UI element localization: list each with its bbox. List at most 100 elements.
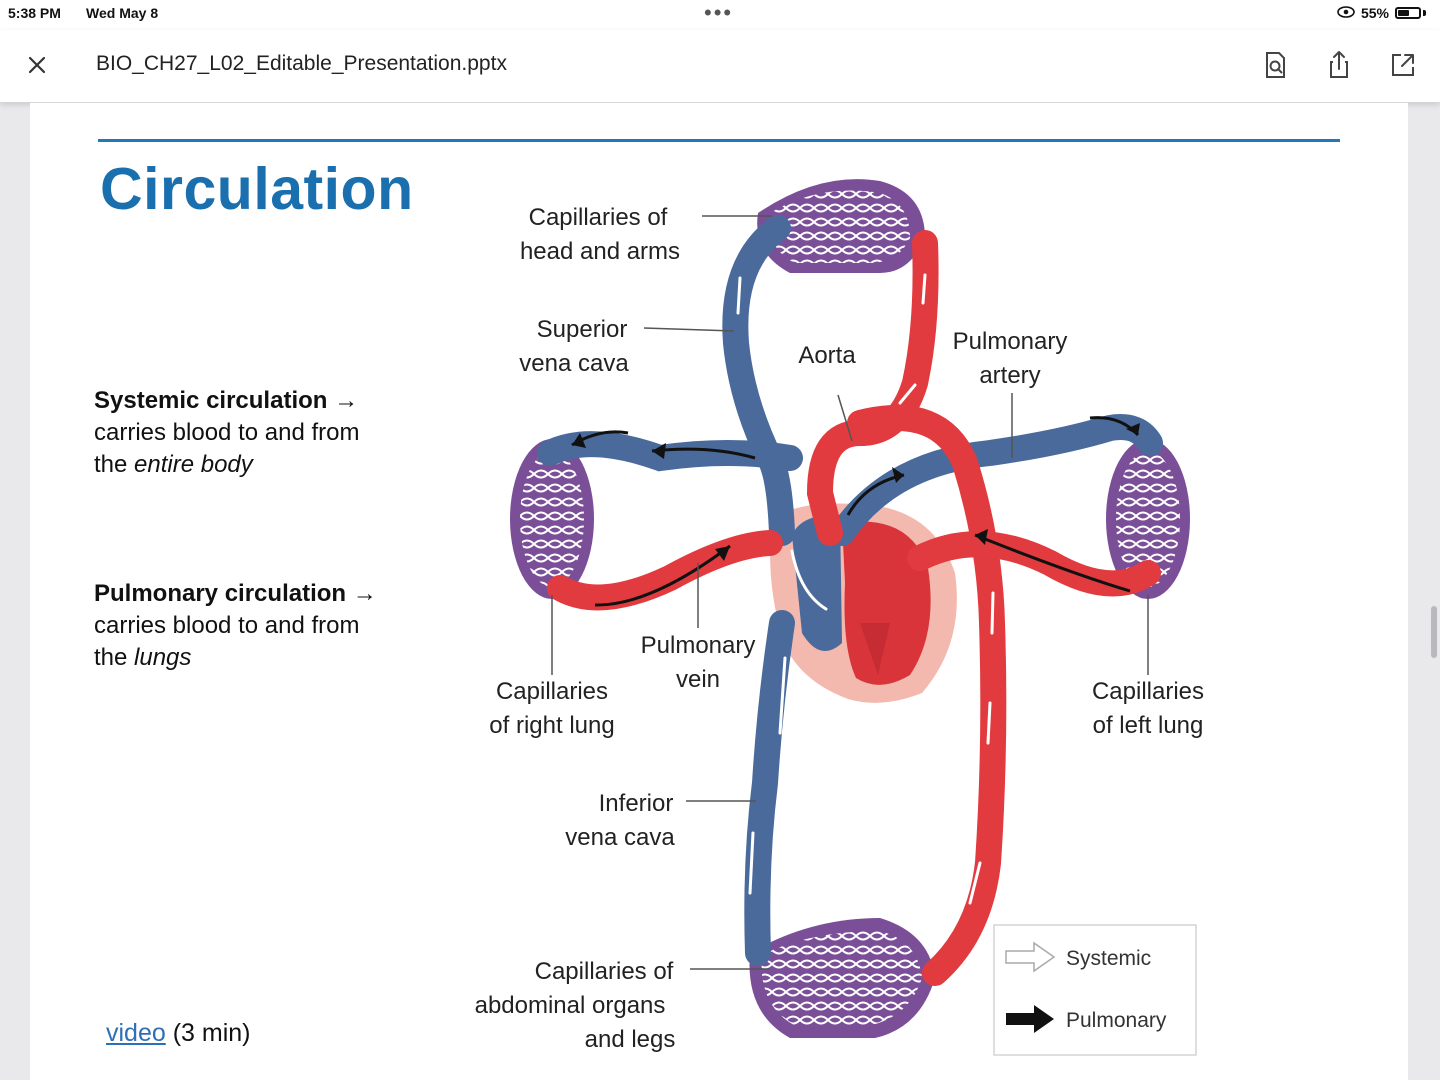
document-title: BIO_CH27_L02_Editable_Presentation.pptx [96,52,507,75]
capillaries-right-lung [510,439,594,599]
status-bar: 5:38 PM Wed May 8 ••• 55% [0,0,1440,30]
label-svc-1: Superior [537,316,628,343]
label-pa-1: Pulmonary [953,328,1068,355]
share-button[interactable] [1322,48,1356,82]
legend-pulmonary: Pulmonary [1066,1009,1167,1032]
systemic-arrow-3 [790,549,828,611]
capillaries-left-lung [1106,439,1190,599]
legend-systemic: Systemic [1066,947,1151,970]
open-in-app-button[interactable] [1386,48,1420,82]
status-date: Wed May 8 [86,5,159,21]
systemic-arrow-2 [772,396,784,435]
label-cap-abd-2: abdominal organs [475,992,666,1019]
video-line: video (3 min) [106,1019,251,1048]
systemic-arrow-1 [736,276,742,315]
title-rule [98,139,1340,142]
battery-icon [1395,7,1421,19]
red-vessels [547,230,1161,986]
status-right: 55% [1337,5,1426,21]
label-cap-rl-1: Capillaries [496,678,608,705]
slide: Circulation Systemic circulation → carri… [30,103,1408,1080]
diagram-labels: Capillaries of head and arms Superior ve… [475,204,1204,1053]
systemic-arrow-4 [778,656,787,735]
systemic-heading: Systemic circulation → [94,387,359,414]
systemic-line2-prefix: the [94,451,135,478]
label-pv-1: Pulmonary [641,632,756,659]
systemic-arrow-7 [898,383,917,405]
open-external-icon [1392,54,1414,76]
arrowhead-3 [715,546,730,561]
pulmonary-artery-left-branch [829,414,1163,546]
systemic-emphasis: entire body [134,451,253,478]
pulmonary-emphasis: lungs [134,644,192,671]
label-leader-lines [551,215,1149,970]
share-icon [1330,51,1348,78]
right-atrium-ventricle [792,514,842,651]
pulmonary-line2-prefix: the [94,644,135,671]
leader-aorta [837,394,853,442]
arrowhead-2 [572,433,586,448]
video-link[interactable]: video [106,1019,166,1047]
label-pa-2: artery [979,362,1040,389]
heart [770,503,957,703]
circulation-diagram: Capillaries of head and arms Superior ve… [475,179,1204,1056]
video-duration: (3 min) [165,1019,251,1047]
superior-vena-cava [722,215,795,546]
pulmonary-vein-right [547,530,783,611]
systemic-text-block: Systemic circulation → carries blood to … [94,385,359,481]
legend-box [993,924,1197,1056]
label-cap-rl-2: of right lung [489,712,614,739]
systemic-arrow-icon [1005,941,1056,973]
label-cap-abd-1: Capillaries of [535,958,674,985]
systemic-arrow-6 [921,273,927,305]
blue-vessels [537,215,1163,966]
arrowhead-1 [652,443,666,459]
label-ivc-1: Inferior [599,790,674,817]
pulmonary-arrow-icon [1006,1005,1054,1033]
status-time: 5:38 PM [8,5,61,21]
inferior-vena-cava [744,610,795,966]
multitask-dots[interactable]: ••• [704,0,734,25]
label-cap-abd-3: and legs [585,1026,676,1053]
slide-title: Circulation [100,156,414,222]
label-cap-ll-1: Capillaries [1092,678,1204,705]
label-cap-head-1: Capillaries of [529,204,668,231]
label-cap-ll-2: of left lung [1093,712,1204,739]
arrowhead-5 [975,529,988,545]
eye-icon [1337,5,1355,21]
pulmonary-arrow-5 [974,533,1131,593]
arrowhead-6 [892,467,904,483]
capillaries-abdomen-legs [749,918,935,1038]
systemic-arrow-8 [990,591,995,635]
label-cap-head-2: head and arms [520,238,680,265]
label-svc-2: vena cava [519,350,629,377]
page-scrollbar[interactable] [1431,606,1437,658]
systemic-arrow-5 [748,831,755,895]
label-pv-2: vein [676,666,720,693]
find-in-document-button[interactable] [1258,48,1292,82]
document-toolbar: BIO_CH27_L02_Editable_Presentation.pptx [0,30,1440,103]
systemic-line2: the entire body [94,449,359,481]
battery-tip [1423,10,1426,16]
pulmonary-text-block: Pulmonary circulation → carries blood to… [94,578,377,674]
label-aorta: Aorta [798,342,856,369]
close-icon [28,56,46,74]
systemic-line1: carries blood to and from [94,419,360,446]
search-document-icon [1266,52,1285,78]
systemic-arrow-9 [986,701,992,745]
pulmonary-arrow-3 [594,544,731,607]
pulmonary-line2: the lungs [94,642,377,674]
pulmonary-line1: carries blood to and from [94,612,360,639]
left-ventricle-wall [860,623,890,675]
pulmonary-arrowheads [572,423,1140,561]
battery-percent: 55% [1360,5,1389,21]
systemic-flow-arrows [736,273,995,905]
flow-legend: Systemic Pulmonary [993,924,1197,1056]
systemic-arrow-10 [968,861,982,905]
capillaries-head [757,179,925,273]
pulmonary-heading: Pulmonary circulation → [94,580,377,607]
close-button[interactable] [22,50,52,80]
arrowhead-4 [1126,423,1140,435]
label-ivc-2: vena cava [565,824,675,851]
leader-superior-vena-cava [643,327,735,332]
